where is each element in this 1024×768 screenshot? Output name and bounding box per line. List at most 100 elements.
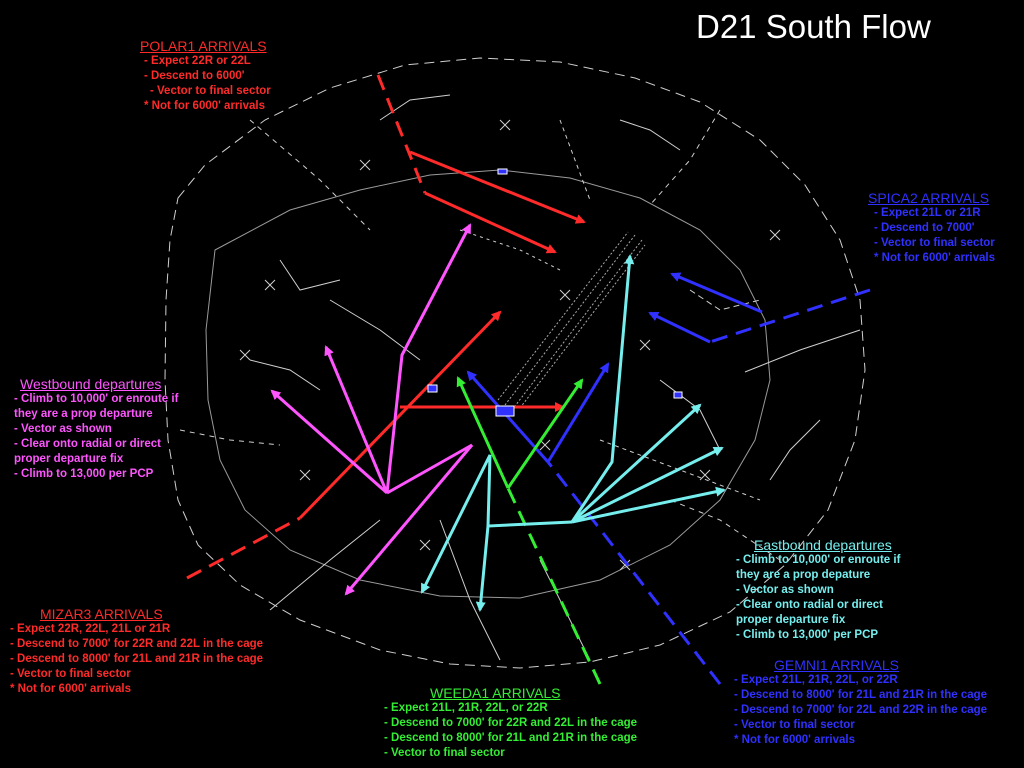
west-arrow-sw <box>270 389 388 495</box>
sector-line <box>669 499 781 561</box>
spica2-arrow-lower <box>648 311 711 344</box>
mizar3-line: - Expect 22R, 22L, 21L or 21R <box>10 623 171 635</box>
westbound-line: - Clear onto radial or direct <box>14 438 161 450</box>
westbound-line: - Climb to 13,000 per PCP <box>14 468 154 480</box>
runways <box>497 231 646 411</box>
sector-line <box>744 329 861 373</box>
gemni1-feeder <box>546 461 722 685</box>
sector-line <box>279 259 341 291</box>
west-arrow-n <box>385 223 472 494</box>
gemni1-line: - Expect 21L, 21R, 22L, or 22R <box>734 674 898 686</box>
polar1-line: * Not for 6000' arrivals <box>144 100 265 112</box>
west-arrow-nw <box>324 345 389 494</box>
sector-line <box>179 429 281 446</box>
weeda1-line: - Descend to 7000' for 22R and 22L in th… <box>384 717 638 729</box>
east-arrow-n <box>570 254 635 523</box>
sector-line <box>269 519 381 611</box>
mizar3-arrow-diagonal <box>298 310 502 520</box>
mizar3-line: - Vector to final sector <box>10 668 131 680</box>
mizar3-line: - Descend to 8000' for 21L and 21R in th… <box>10 653 264 665</box>
diagram-title: D21 South Flow <box>696 8 931 45</box>
spica2-arrivals-notes: SPICA2 ARRIVALS - Expect 21L or 21R - De… <box>868 190 995 266</box>
sector-line <box>689 289 761 311</box>
gemni1-line: - Descend to 7000' for 22L and 22R in th… <box>734 704 988 716</box>
weeda1-line: - Expect 21L, 21R, 22L, or 22R <box>384 702 548 714</box>
west-arrow-s <box>344 443 474 596</box>
spica2-line: - Expect 21L or 21R <box>874 207 981 219</box>
westbound-line: they are a prop departure <box>14 408 153 420</box>
sector-line <box>459 229 561 271</box>
sector-line <box>769 419 821 481</box>
gemni1-heading: GEMNI1 ARRIVALS <box>774 657 900 673</box>
sector-line <box>649 109 721 206</box>
weeda1-arrivals-notes: WEEDA1 ARRIVALS - Expect 21L, 21R, 22L, … <box>384 685 637 761</box>
sector-line <box>619 119 681 151</box>
spica2-line: - Vector to final sector <box>874 237 995 249</box>
westbound-line: - Vector as shown <box>14 423 112 435</box>
gemni1-line: * Not for 6000' arrivals <box>734 734 855 746</box>
westbound-heading: Westbound departures <box>20 376 162 392</box>
mizar3-feeder <box>186 516 301 580</box>
sector-line <box>379 94 451 121</box>
westbound-line: proper departure fix <box>14 453 124 465</box>
eastbound-heading: Eastbound departures <box>754 537 892 553</box>
eastbound-line: - Clear onto radial or direct <box>736 599 883 611</box>
gemni1-arrow-right <box>546 362 610 463</box>
sector-line <box>539 559 591 661</box>
east-arrow-ne2 <box>571 446 724 524</box>
weeda1-arrow-right <box>506 378 584 489</box>
fix-marks <box>239 119 781 571</box>
weeda1-line: - Vector to final sector <box>384 747 505 759</box>
westbound-line: - Climb to 10,000' or enroute if <box>14 393 179 405</box>
spica2-route <box>648 272 871 344</box>
airport-markers <box>427 168 683 417</box>
weeda1-route <box>456 376 602 685</box>
eastbound-line: proper departure fix <box>736 614 846 626</box>
mizar3-line: - Descend to 7000' for 22R and 22L in th… <box>10 638 264 650</box>
polar1-route <box>376 74 586 254</box>
spica2-heading: SPICA2 ARRIVALS <box>868 190 990 206</box>
mizar3-route <box>186 310 565 580</box>
spica2-line: * Not for 6000' arrivals <box>874 252 995 264</box>
gemni1-arrivals-notes: GEMNI1 ARRIVALS - Expect 21L, 21R, 22L, … <box>734 657 987 748</box>
polar1-heading: POLAR1 ARRIVALS <box>140 38 267 54</box>
eastbound-line: - Vector as shown <box>736 584 834 596</box>
sector-line <box>559 119 591 201</box>
polar1-line: - Expect 22R or 22L <box>144 55 251 67</box>
weeda1-feeder <box>506 487 602 685</box>
airspace-boundary <box>164 57 866 669</box>
eastbound-line: - Climb to 13,000' per PCP <box>736 629 879 641</box>
polar1-feeder <box>376 74 427 194</box>
gemni1-line: - Vector to final sector <box>734 719 855 731</box>
eastbound-departures-notes: Eastbound departures - Climb to 10,000' … <box>736 537 900 643</box>
airport-icon <box>495 405 515 417</box>
sector-line <box>439 519 501 661</box>
airport-icon <box>497 168 508 175</box>
eastbound-routes <box>420 254 726 612</box>
westbound-departures-notes: Westbound departures - Climb to 10,000' … <box>14 376 178 482</box>
inner-boundary <box>205 169 771 599</box>
east-arrow-e <box>571 486 726 524</box>
mizar3-heading: MIZAR3 ARRIVALS <box>40 606 163 622</box>
polar1-arrivals-notes: POLAR1 ARRIVALS - Expect 22R or 22L - De… <box>140 38 271 114</box>
east-arrow-ne1 <box>570 403 702 524</box>
polar1-line: - Vector to final sector <box>150 85 271 97</box>
spica2-arrow-upper <box>670 272 763 314</box>
mizar3-line: * Not for 6000' arrivals <box>10 683 131 695</box>
westbound-routes <box>270 223 474 596</box>
sector-line <box>249 359 321 391</box>
airport-icon <box>427 384 438 393</box>
mizar3-arrivals-notes: MIZAR3 ARRIVALS - Expect 22R, 22L, 21L o… <box>10 606 263 697</box>
spica2-feeder <box>709 288 871 344</box>
gemni1-line: - Descend to 8000' for 21L and 21R in th… <box>734 689 988 701</box>
spica2-line: - Descend to 7000' <box>874 222 975 234</box>
sector-line <box>249 119 371 231</box>
polar1-line: - Descend to 6000' <box>144 70 245 82</box>
weeda1-heading: WEEDA1 ARRIVALS <box>430 685 561 701</box>
weeda1-arrow-left <box>456 376 510 489</box>
east-arrow-sw <box>420 454 492 594</box>
eastbound-line: they are a prop depature <box>736 569 871 581</box>
weeda1-line: - Descend to 8000' for 21L and 21R in th… <box>384 732 638 744</box>
polar1-arrow-upper <box>409 150 586 224</box>
